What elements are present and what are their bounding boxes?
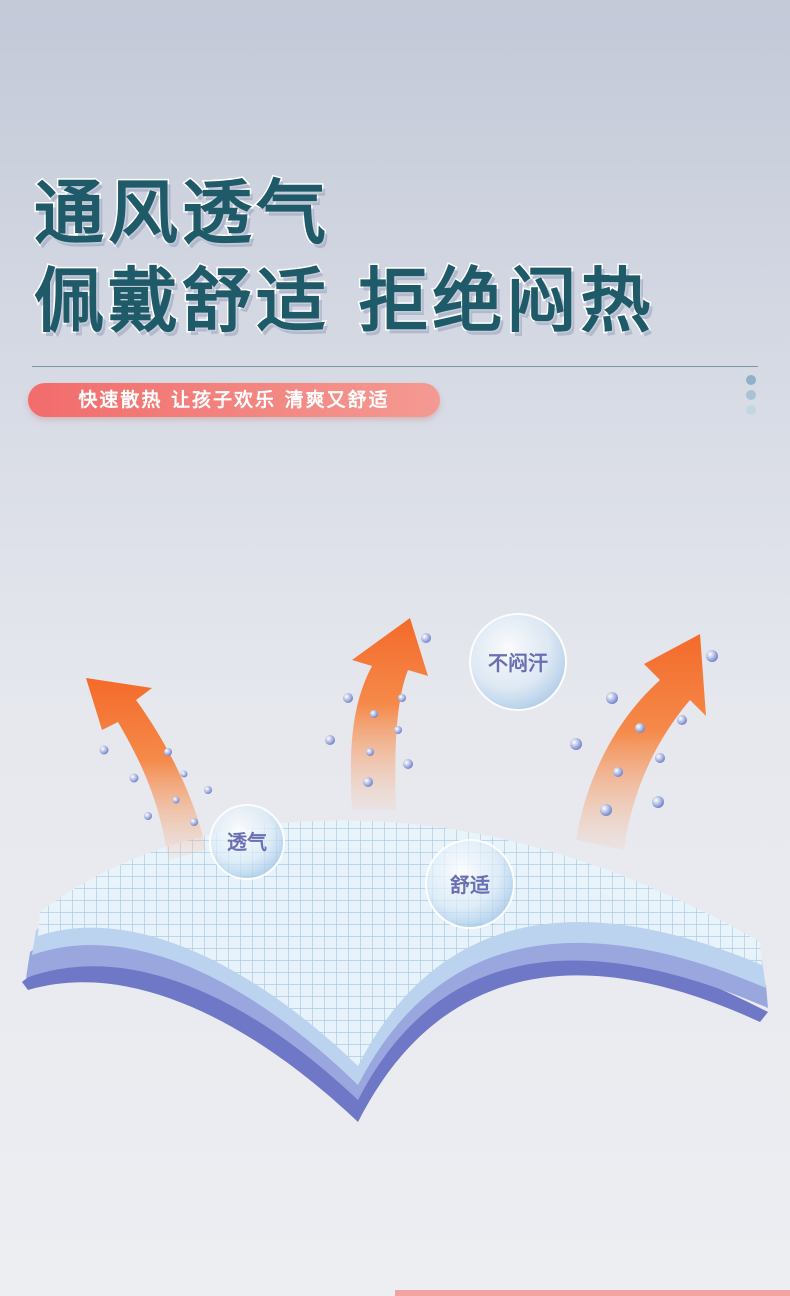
bubble-label-no-sweat: 不闷汗 [488,651,548,675]
bubble-breathable: 透气 [209,804,285,880]
dot-icon [746,375,756,385]
divider-line [32,366,758,367]
tagline-pill: 快速散热 让孩子欢乐 清爽又舒适 [28,383,440,417]
bubble-comfortable: 舒适 [425,839,515,929]
headline-line-2: 佩戴舒适 拒绝闷热 [32,260,655,342]
dot-icon [746,405,756,415]
bubble-no-sweat: 不闷汗 [469,613,567,711]
right-arrow-icon [576,634,706,850]
dot-icon [746,390,756,400]
bubble-label-breathable: 透气 [227,830,267,854]
decorative-dots [746,375,758,420]
fabric-mesh-layer [38,820,762,1066]
left-arrow-icon [86,678,206,860]
bubble-label-comfortable: 舒适 [450,873,490,897]
headline-line-1: 通风透气 [33,172,330,254]
droplets [99,633,718,826]
bottom-accent-bar [395,1290,790,1296]
fabric-illustration: 透气 不闷汗 舒适 [22,613,768,1122]
middle-arrow-icon [350,618,428,810]
